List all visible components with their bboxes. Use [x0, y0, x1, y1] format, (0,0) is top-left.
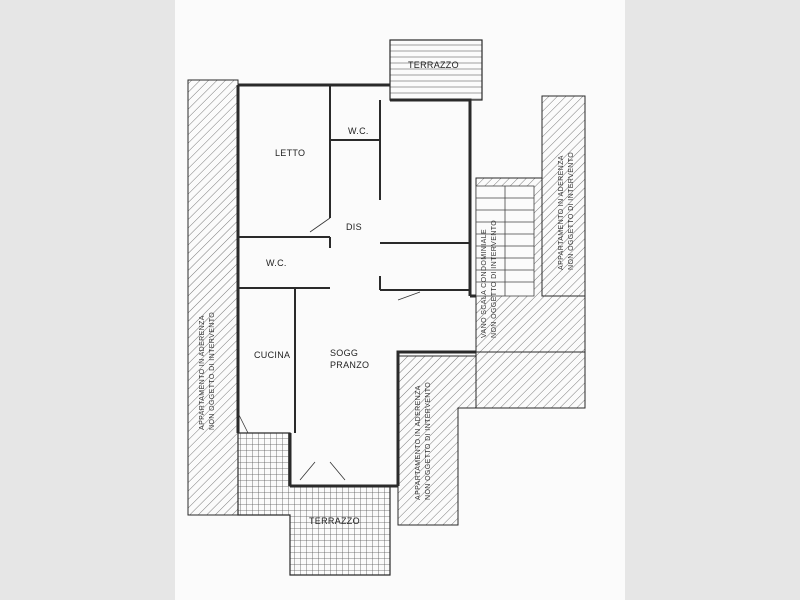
svg-text:NON OGGETTO DI INTERVENTO: NON OGGETTO DI INTERVENTO [491, 220, 498, 338]
svg-text:NON OGGETTO DI INTERVENTO: NON OGGETTO DI INTERVENTO [209, 312, 216, 430]
svg-text:APPARTAMENTO IN ADERENZA: APPARTAMENTO IN ADERENZA [558, 155, 565, 270]
annotation-right: APPARTAMENTO IN ADERENZA NON OGGETTO DI … [558, 152, 575, 270]
svg-text:APPARTAMENTO IN ADERENZA: APPARTAMENTO IN ADERENZA [199, 315, 206, 430]
label-terrazzo-top: TERRAZZO [408, 60, 459, 70]
door-swings [237, 217, 421, 481]
neighbour-left [187, 79, 239, 516]
terrazzo-top [389, 39, 483, 101]
svg-text:NON OGGETTO DI INTERVENTO: NON OGGETTO DI INTERVENTO [425, 382, 432, 500]
left-margin [0, 0, 175, 600]
annotation-left: APPARTAMENTO IN ADERENZA NON OGGETTO DI … [199, 312, 216, 430]
annotation-stair: VANO SCALA CONDOMINIALE NON OGGETTO DI I… [481, 220, 498, 338]
svg-text:NON OGGETTO DI INTERVENTO: NON OGGETTO DI INTERVENTO [568, 152, 575, 270]
room-pranzo: PRANZO [330, 360, 369, 370]
neighbour-bottom [397, 355, 477, 526]
room-letto: LETTO [275, 148, 305, 158]
terrazzo-bottom [237, 432, 391, 576]
interior-walls [238, 85, 470, 433]
label-terrazzo-bottom: TERRAZZO [309, 516, 360, 526]
room-cucina: CUCINA [254, 350, 290, 360]
annotation-bottom: APPARTAMENTO IN ADERENZA NON OGGETTO DI … [415, 382, 432, 500]
svg-text:VANO SCALA CONDOMINIALE: VANO SCALA CONDOMINIALE [481, 229, 488, 338]
room-soggiorno: SOGG [330, 348, 358, 358]
room-wc-top: W.C. [348, 126, 369, 136]
right-margin [625, 0, 800, 600]
room-dis: DIS [346, 222, 362, 232]
room-wc-small: W.C. [266, 258, 287, 268]
staircase [475, 185, 535, 297]
outer-walls [236, 83, 476, 488]
svg-text:APPARTAMENTO IN ADERENZA: APPARTAMENTO IN ADERENZA [415, 385, 422, 500]
